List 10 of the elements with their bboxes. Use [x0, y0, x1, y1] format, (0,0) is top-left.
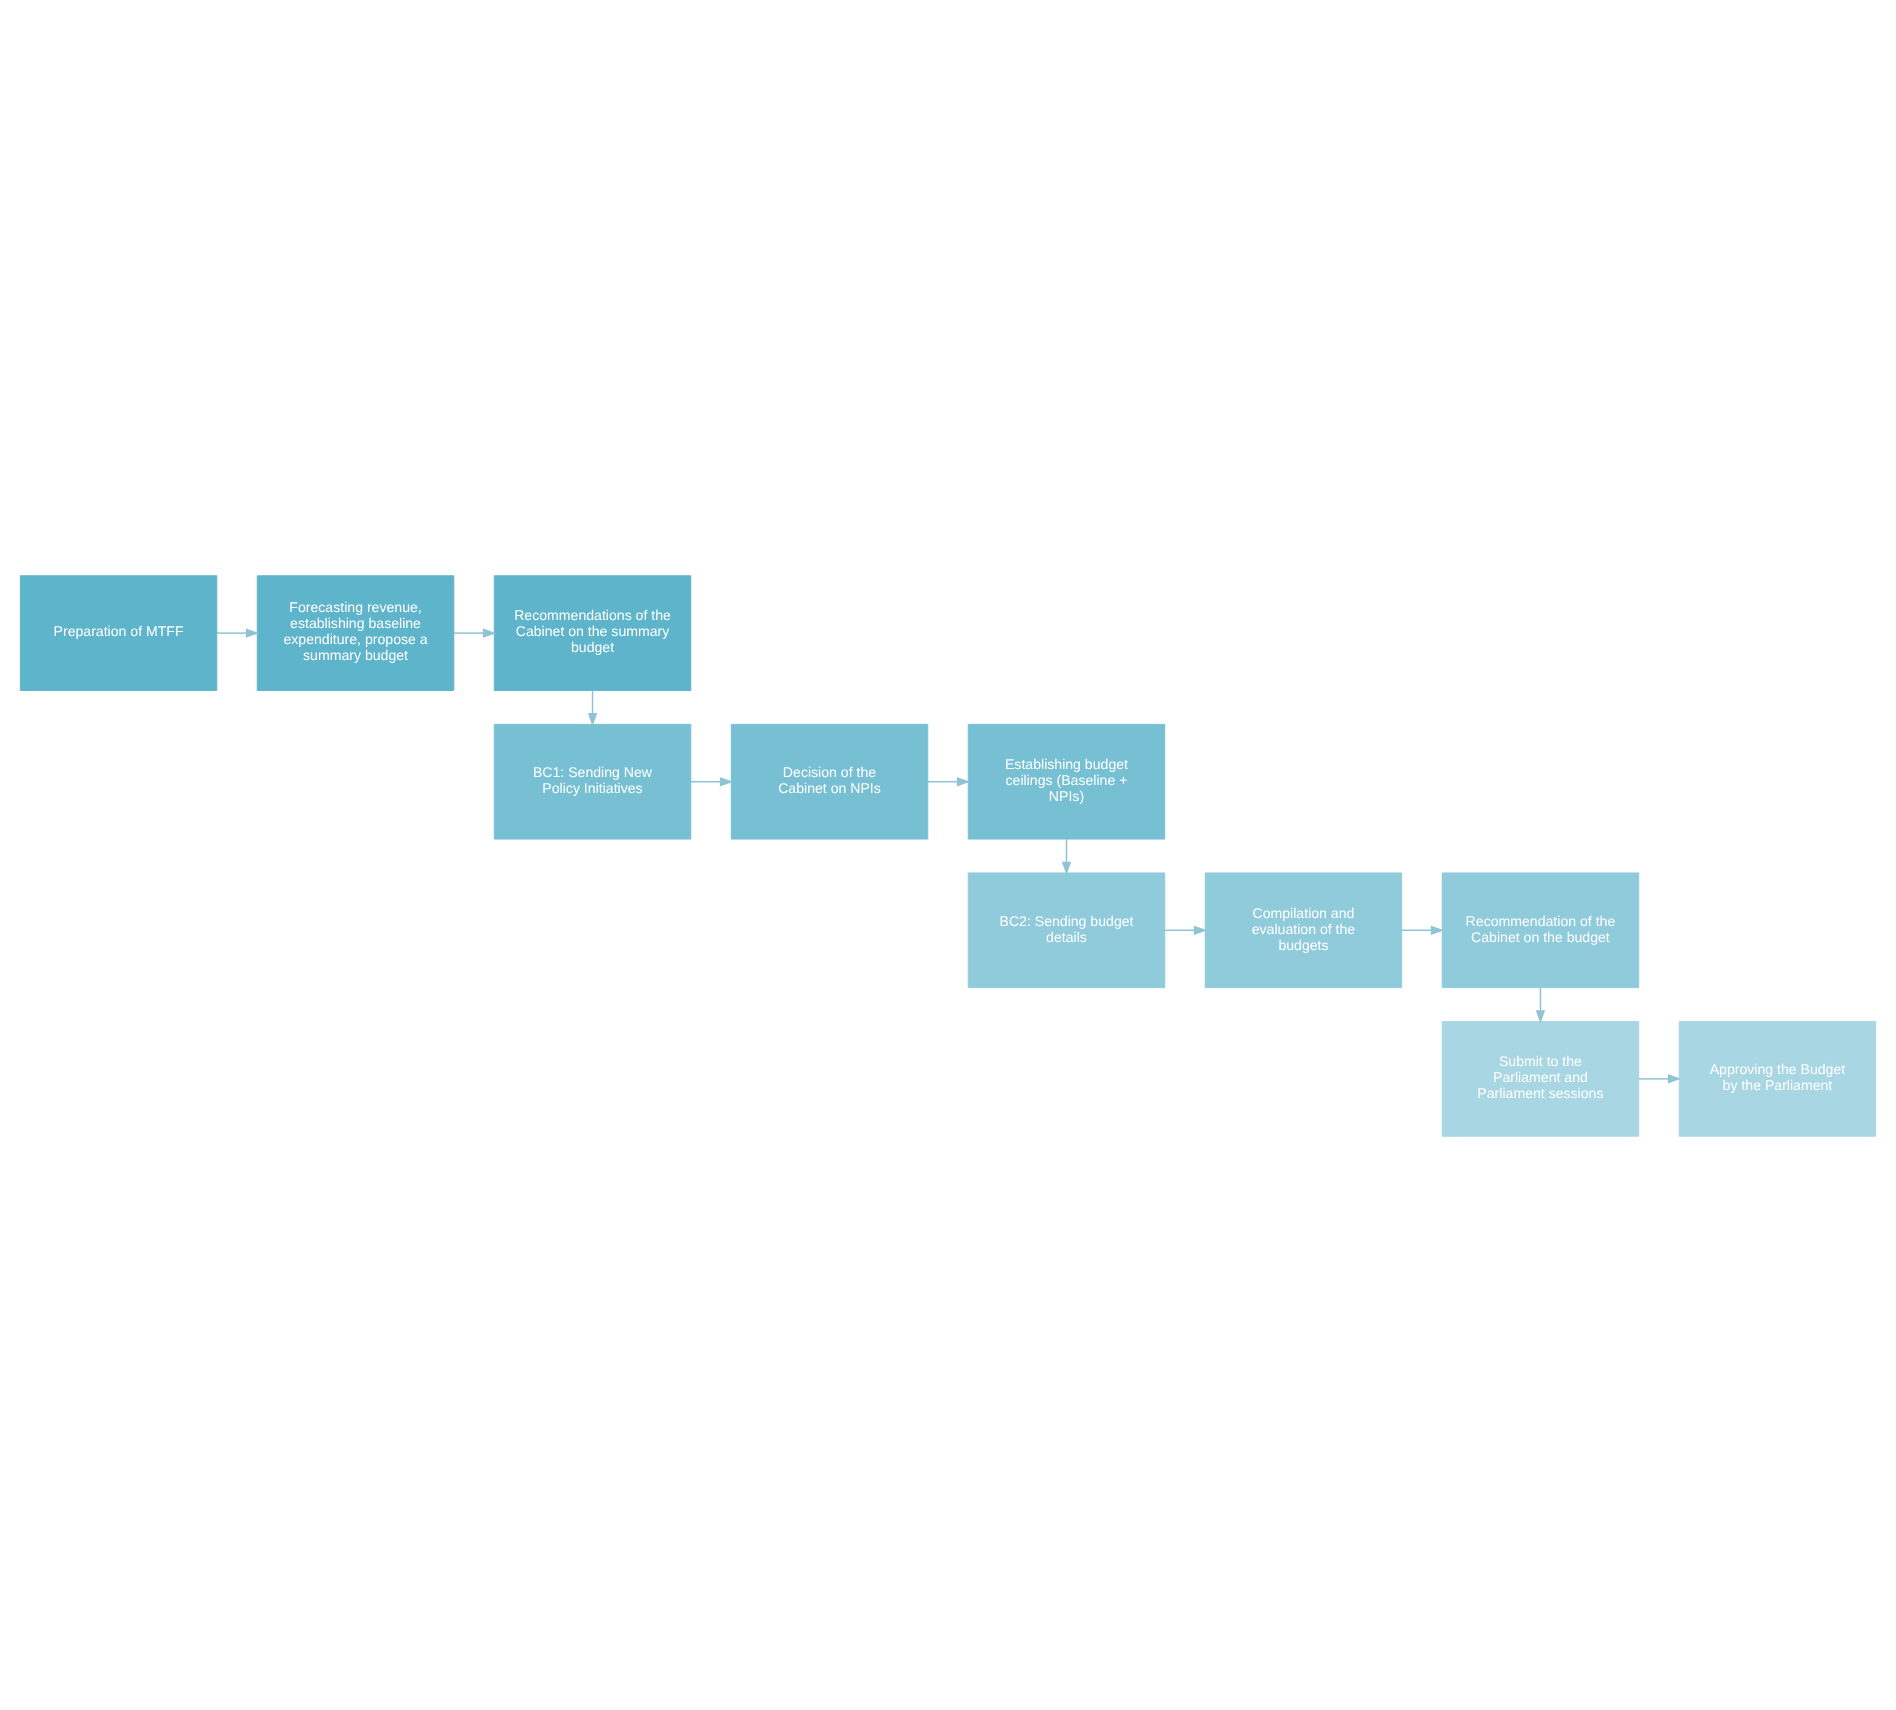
arrow	[1535, 986, 1546, 1023]
arrow	[1401, 924, 1445, 934]
arrow	[927, 776, 971, 786]
arrow	[1164, 924, 1208, 934]
arrow	[216, 627, 260, 637]
arrow	[690, 776, 734, 786]
arrow	[453, 627, 497, 637]
arrow	[1061, 837, 1072, 875]
arrow	[1638, 1073, 1682, 1083]
arrow	[587, 688, 598, 726]
